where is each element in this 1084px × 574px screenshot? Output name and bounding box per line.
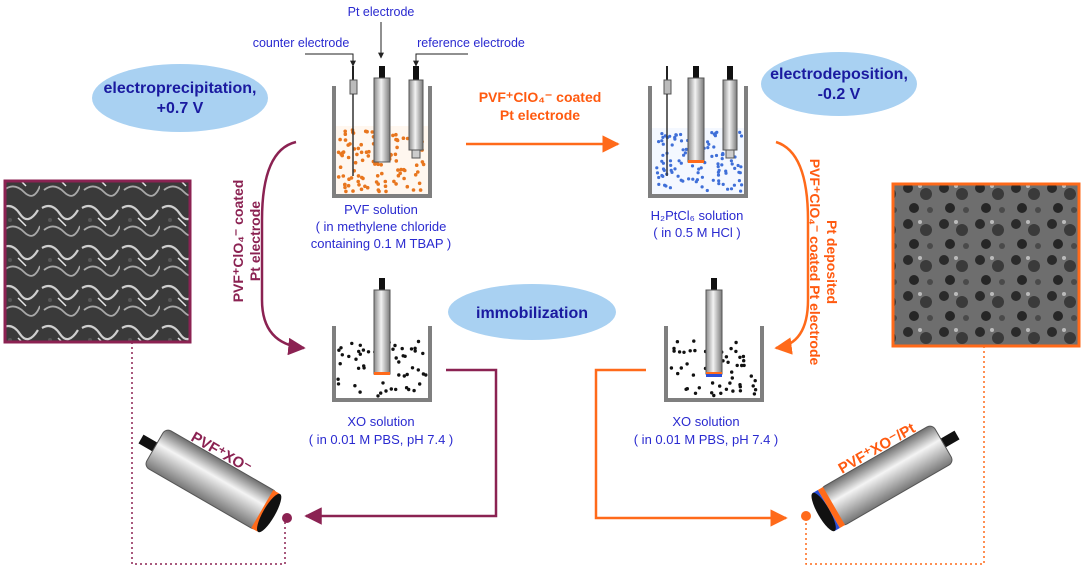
svg-text:PVF solution: PVF solution (344, 202, 418, 217)
h2ptcl6-solution-cell (648, 66, 748, 198)
pt-electrode-label: Pt electrode (348, 5, 415, 19)
svg-text:Pt deposited: Pt deposited (824, 220, 840, 304)
svg-text:( in 0.01 M PBS, pH 7.4 ): ( in 0.01 M PBS, pH 7.4 ) (634, 432, 779, 447)
arrow-bottom-left (304, 368, 498, 525)
electrodeposition-ellipse: electrodeposition, -0.2 V (761, 52, 917, 116)
dotted-connector-left (131, 342, 286, 565)
svg-text:-0.2 V: -0.2 V (818, 86, 861, 103)
arrow-left-curved: PVF⁺ClO₄⁻ coated Pt electrode (230, 140, 306, 356)
svg-text:PVF⁺ClO₄⁻ coated Pt electrode: PVF⁺ClO₄⁻ coated Pt electrode (807, 159, 823, 366)
svg-text:PVF⁺ClO₄⁻ coated: PVF⁺ClO₄⁻ coated (479, 89, 602, 105)
sem-image-right (891, 182, 1081, 348)
svg-text:Pt electrode: Pt electrode (247, 201, 263, 281)
pvf-solution-caption: PVF solution ( in methylene chloride con… (311, 202, 451, 251)
xo-solution-cell-right (664, 278, 764, 402)
arrow-bottom-right (594, 368, 788, 527)
electroprecipitation-ellipse: electroprecipitation, +0.7 V (92, 64, 268, 132)
svg-text:Pt electrode: Pt electrode (500, 107, 580, 123)
xo-solution-caption-left: XO solution ( in 0.01 M PBS, pH 7.4 ) (309, 414, 454, 447)
svg-text:( in 0.01 M PBS, pH 7.4 ): ( in 0.01 M PBS, pH 7.4 ) (309, 432, 454, 447)
svg-text:XO solution: XO solution (347, 414, 414, 429)
counter-electrode-label: counter electrode (253, 36, 350, 50)
immobilization-ellipse: immobilization (448, 284, 616, 340)
svg-text:( in methylene chloride: ( in methylene chloride (316, 219, 447, 234)
xo-solution-caption-right: XO solution ( in 0.01 M PBS, pH 7.4 ) (634, 414, 779, 447)
final-electrode-right: PVF⁺XO⁻/Pt (801, 420, 960, 532)
svg-text:containing 0.1 M TBAP ): containing 0.1 M TBAP ) (311, 236, 451, 251)
svg-text:immobilization: immobilization (476, 305, 588, 322)
dotted-connector-right (805, 346, 985, 565)
electrode-labels: Pt electrode counter electrode reference… (253, 5, 525, 50)
label-pointer-arrows (305, 22, 468, 67)
svg-text:electroprecipitation,: electroprecipitation, (104, 80, 257, 97)
svg-text:XO solution: XO solution (672, 414, 739, 429)
svg-text:( in 0.5 M HCl ): ( in 0.5 M HCl ) (653, 225, 740, 240)
h2ptcl6-solution-caption: H₂PtCl₆ solution ( in 0.5 M HCl ) (651, 208, 744, 240)
final-electrode-left: PVF⁺XO⁻ (138, 429, 292, 533)
svg-text:H₂PtCl₆ solution: H₂PtCl₆ solution (651, 208, 744, 223)
arrow-right-curved: Pt deposited PVF⁺ClO₄⁻ coated Pt electro… (774, 140, 840, 366)
sem-image-left (3, 179, 192, 344)
xo-solution-cell-left (332, 278, 432, 402)
svg-text:electrodeposition,: electrodeposition, (770, 66, 908, 83)
pvf-solution-cell (332, 66, 432, 198)
svg-text:+0.7 V: +0.7 V (157, 100, 204, 117)
svg-text:PVF⁺ClO₄⁻ coated: PVF⁺ClO₄⁻ coated (230, 180, 246, 303)
arrow-top-transfer: PVF⁺ClO₄⁻ coated Pt electrode (466, 89, 620, 153)
reference-electrode-label: reference electrode (417, 36, 525, 50)
